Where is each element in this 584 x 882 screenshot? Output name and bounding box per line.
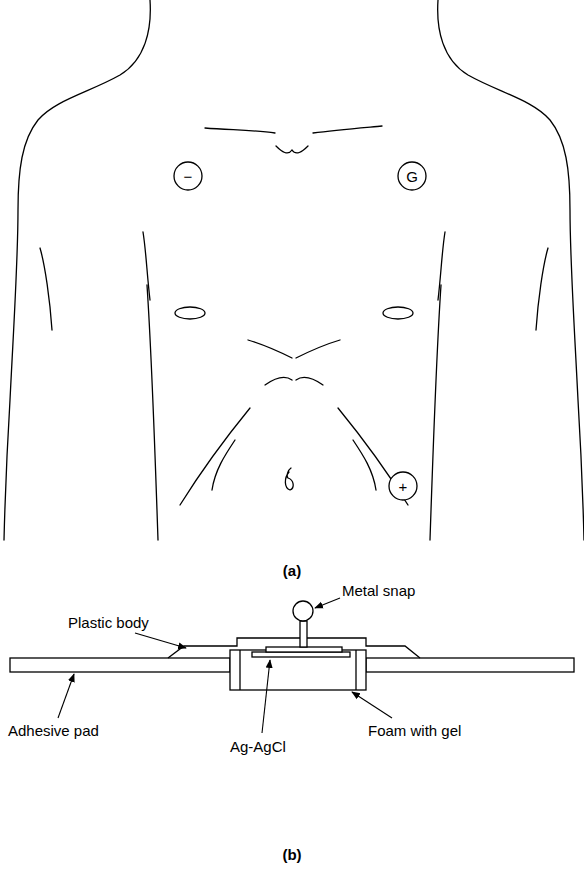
- snap-stem: [300, 621, 307, 647]
- panel-label: (b): [282, 846, 301, 864]
- snap-flange: [266, 647, 342, 652]
- leader-line: [262, 660, 270, 733]
- ag-agcl-element: [252, 652, 350, 657]
- plastic-body: [168, 638, 420, 658]
- leader-line: [315, 598, 340, 608]
- leader-line: [58, 674, 74, 718]
- electrode-circle: −: [173, 161, 203, 191]
- metal-snap: [293, 601, 313, 621]
- part-label: Plastic body: [68, 614, 149, 632]
- leader-lines: [58, 598, 392, 733]
- torso-outline: [4, 0, 584, 540]
- adhesive-pad: [366, 658, 574, 672]
- electrode-label: G: [406, 169, 418, 184]
- electrode-label: −: [184, 169, 193, 184]
- electrode-circle: +: [388, 471, 418, 501]
- panel-label: (a): [283, 562, 301, 580]
- adhesive-pad: [10, 658, 230, 672]
- electrode-circle: G: [397, 161, 427, 191]
- electrode-label: +: [399, 479, 408, 494]
- foam-with-gel: [230, 650, 366, 690]
- part-label: Adhesive pad: [8, 722, 99, 740]
- part-label: Ag-AgCl: [230, 738, 286, 756]
- part-label: Foam with gel: [368, 722, 461, 740]
- leader-line: [352, 692, 392, 718]
- leader-line: [135, 633, 186, 648]
- electrode-section: [10, 601, 574, 690]
- part-label: Metal snap: [342, 582, 415, 600]
